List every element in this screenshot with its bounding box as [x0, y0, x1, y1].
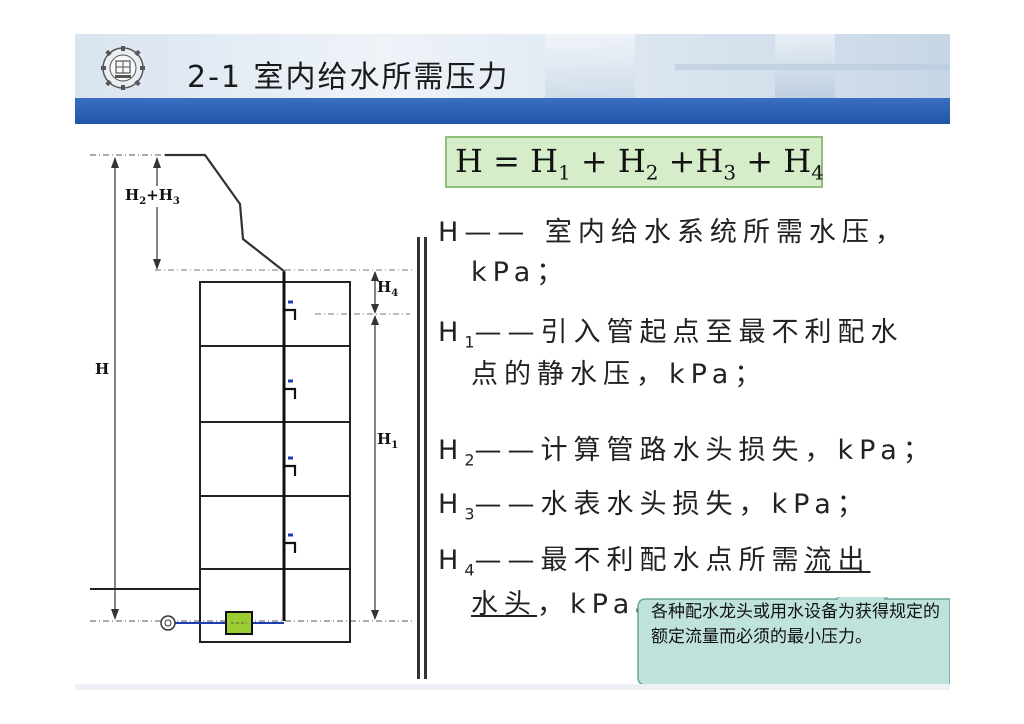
building-pressure-diagram — [90, 153, 415, 643]
label-h1: H1 — [377, 430, 399, 451]
definition-h3: H3——水表水头损失，kPa； — [438, 489, 870, 524]
header-decoration — [545, 34, 635, 98]
outflow-term: 流出 — [804, 545, 871, 576]
separator-line — [424, 237, 427, 679]
formula-box: H = H1 + H2 +H3 + H4 — [445, 136, 824, 188]
definition-h1: H1——引入管起点至最不利配水 — [438, 317, 904, 352]
definition-h2: H2——计算管路水头损失，kPa； — [438, 435, 936, 470]
inlet-valve-icon — [160, 615, 176, 631]
definition-h: H—— 室内给水系统所需水压， — [438, 217, 908, 248]
slide: 2-1 室内给水所需压力 — [75, 34, 950, 690]
definition-h-unit: kPa； — [471, 257, 570, 288]
pressure-formula: H = H1 + H2 +H3 + H4 — [455, 142, 824, 185]
faucet-icon — [284, 379, 297, 399]
slide-title: 2-1 室内给水所需压力 — [187, 60, 510, 95]
label-h4: H4 — [377, 278, 399, 299]
callout-text: 各种配水龙头或用水设备为获得规定的额定流量而必须的最小压力。 — [651, 602, 940, 647]
definition-h1-cont: 点的静水压，kPa； — [471, 359, 768, 390]
head-term: 水头 — [471, 589, 537, 620]
faucet-icon — [284, 456, 297, 476]
faucet-icon — [284, 533, 297, 553]
faucet-icon — [284, 300, 297, 320]
header-banner — [75, 34, 950, 98]
header-decoration — [675, 64, 950, 70]
university-logo-icon — [101, 46, 145, 90]
header-blue-bar — [75, 98, 950, 124]
hydraulic-gradient-line — [165, 153, 286, 273]
label-h2-h3: H2+H3 — [125, 186, 180, 207]
label-h: H — [95, 360, 110, 378]
building-floors — [199, 281, 351, 643]
slide-bottom-band — [75, 684, 950, 690]
separator-line — [417, 237, 420, 679]
definition-h4: H4——最不利配水点所需流出 — [438, 545, 871, 580]
